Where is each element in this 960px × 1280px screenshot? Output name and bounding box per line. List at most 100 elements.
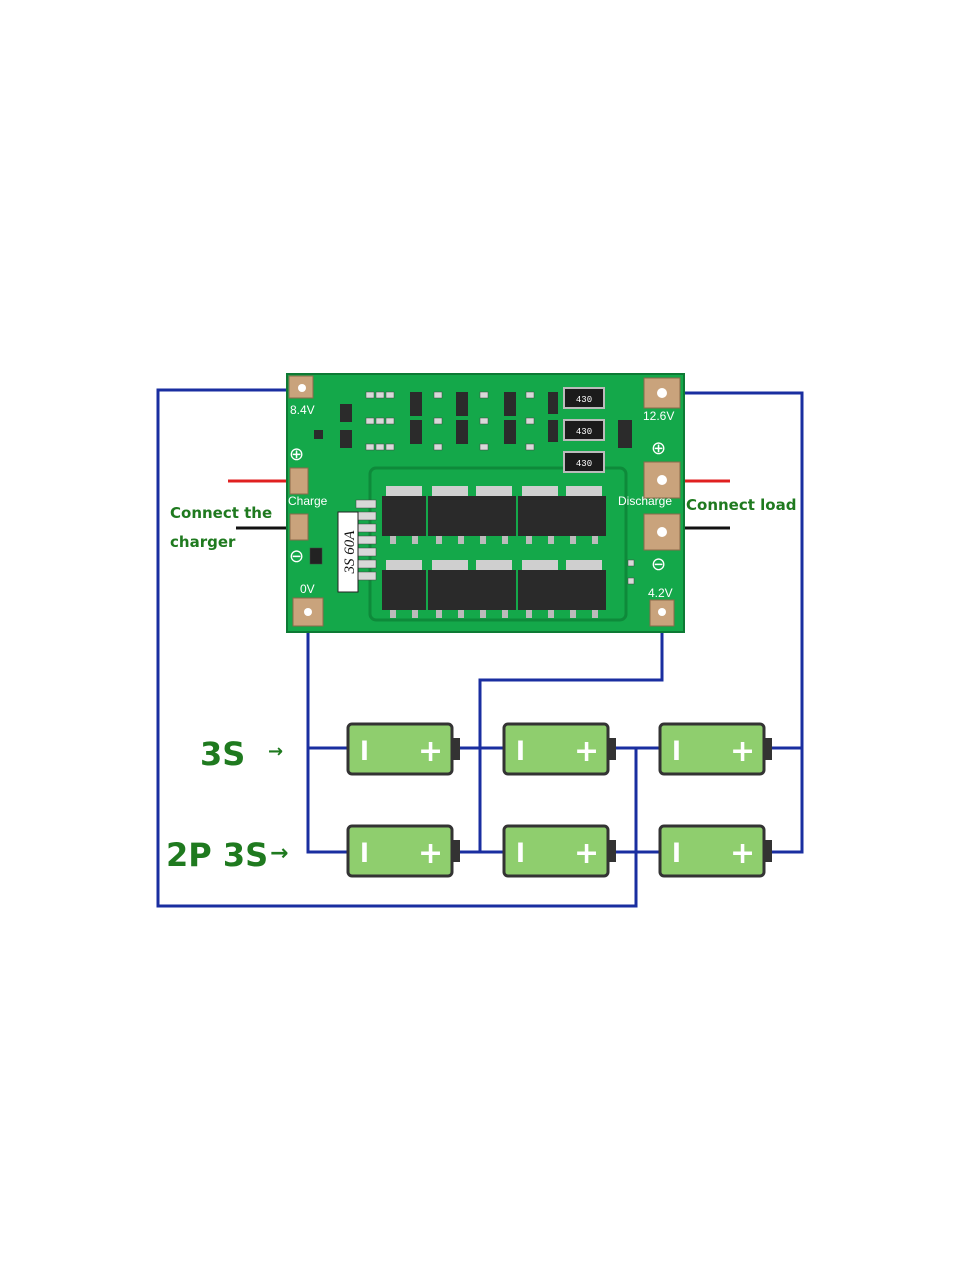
mosfet-tab (476, 560, 512, 570)
row-arrow-3s: → (268, 741, 283, 762)
resistor-3-value: 430 (576, 459, 592, 469)
label-42v: 4.2V (648, 586, 673, 600)
battery-terminal (608, 738, 616, 760)
battery-minus-mark: l (672, 737, 681, 767)
mosfet-3 (472, 496, 516, 536)
mosfet-leg (526, 536, 532, 544)
charge-plus-symbol: ⊕ (289, 444, 304, 464)
resistor-2-value: 430 (576, 427, 592, 437)
label-126v: 12.6V (643, 409, 674, 423)
discharge-minus-symbol: ⊖ (651, 554, 666, 574)
mosfet-tab (432, 560, 468, 570)
battery-plus-mark: + (418, 734, 443, 769)
wire-42v (478, 612, 664, 852)
mosfet-tab (476, 486, 512, 496)
resistor-1 (563, 387, 605, 409)
model-box (337, 511, 359, 593)
pad-charge-minus (289, 513, 309, 541)
mosfet-5 (562, 496, 606, 536)
mosfet-leg (436, 610, 442, 618)
wire-126v (660, 391, 804, 854)
shunt-resistors: 430 430 430 (563, 387, 605, 473)
battery-plus-mark: + (418, 836, 443, 871)
mosfet-leg (502, 610, 508, 618)
wire-0v (306, 612, 348, 854)
mosfet-6 (382, 570, 426, 610)
mosfet-leg (570, 610, 576, 618)
mosfet-leg (458, 536, 464, 544)
battery-cell-4: l+ (346, 824, 460, 878)
mosfet-leg (412, 536, 418, 544)
battery-pack: l+l+l+l+l+l+ (346, 722, 772, 878)
smd-small-parts (309, 391, 635, 585)
label-0v: 0V (300, 582, 315, 596)
connect-charger-line1: Connect the (170, 504, 272, 522)
wiring (156, 388, 804, 908)
resistor-1-value: 430 (576, 395, 592, 405)
battery-plus-mark: + (730, 836, 755, 871)
battery-terminal (452, 738, 460, 760)
mosfet-leg (480, 610, 486, 618)
battery-terminal (608, 840, 616, 862)
battery-plus-mark: + (574, 734, 599, 769)
mosfet-tab (522, 486, 558, 496)
mosfet-7 (428, 570, 472, 610)
row-label-3s: 3S (200, 735, 245, 773)
mosfet-leg (548, 610, 554, 618)
battery-minus-mark: l (516, 839, 525, 869)
resistor-2 (563, 419, 605, 441)
mosfet-8 (472, 570, 516, 610)
battery-terminal (452, 840, 460, 862)
mosfet-leg (502, 536, 508, 544)
mosfet-4 (518, 496, 562, 536)
mosfet-leg (458, 610, 464, 618)
pad-charge-plus (289, 467, 309, 495)
battery-terminal (764, 840, 772, 862)
connect-charger-line2: charger (170, 533, 236, 551)
battery-plus-mark: + (574, 836, 599, 871)
battery-minus-mark: l (360, 839, 369, 869)
discharge-plus-symbol: ⊕ (651, 438, 666, 458)
mosfet-tab (386, 560, 422, 570)
label-discharge: Discharge (618, 494, 672, 508)
mosfet-tab (566, 486, 602, 496)
battery-cell-5: l+ (502, 824, 616, 878)
row-arrow-2p3s: → (270, 841, 288, 866)
charge-minus-symbol: ⊖ (289, 546, 304, 566)
mosfet-leg (548, 536, 554, 544)
mosfet-10 (562, 570, 606, 610)
mosfet-leg (412, 610, 418, 618)
mosfet-leg (592, 536, 598, 544)
battery-cell-1: l+ (346, 722, 460, 776)
battery-cell-3: l+ (658, 722, 772, 776)
mosfet-leg (390, 610, 396, 618)
battery-minus-mark: l (516, 737, 525, 767)
mosfet-leg (592, 610, 598, 618)
battery-plus-mark: + (730, 734, 755, 769)
board-model: 3S 60A (342, 530, 358, 575)
mosfet-leg (436, 536, 442, 544)
bms-board: 430 430 430 8.4V 12.6V 4.2V 0V Charge Di… (286, 373, 685, 633)
label-charge: Charge (288, 494, 328, 508)
battery-terminal (764, 738, 772, 760)
resistor-3 (563, 451, 605, 473)
mosfet-9 (518, 570, 562, 610)
mosfet-tab (522, 560, 558, 570)
mosfet-tab (432, 486, 468, 496)
mosfet-2 (428, 496, 472, 536)
mosfet-leg (390, 536, 396, 544)
mosfet-leg (480, 536, 486, 544)
mosfet-tab (386, 486, 422, 496)
connect-load: Connect load (686, 496, 796, 514)
battery-cell-6: l+ (658, 824, 772, 878)
mosfet-tab (566, 560, 602, 570)
battery-minus-mark: l (360, 737, 369, 767)
row-label-2p3s: 2P 3S (166, 836, 268, 874)
battery-minus-mark: l (672, 839, 681, 869)
mosfet-leg (526, 610, 532, 618)
mosfet-leg (570, 536, 576, 544)
label-84v: 8.4V (290, 403, 315, 417)
mosfet-array (382, 486, 606, 618)
mosfet-1 (382, 496, 426, 536)
